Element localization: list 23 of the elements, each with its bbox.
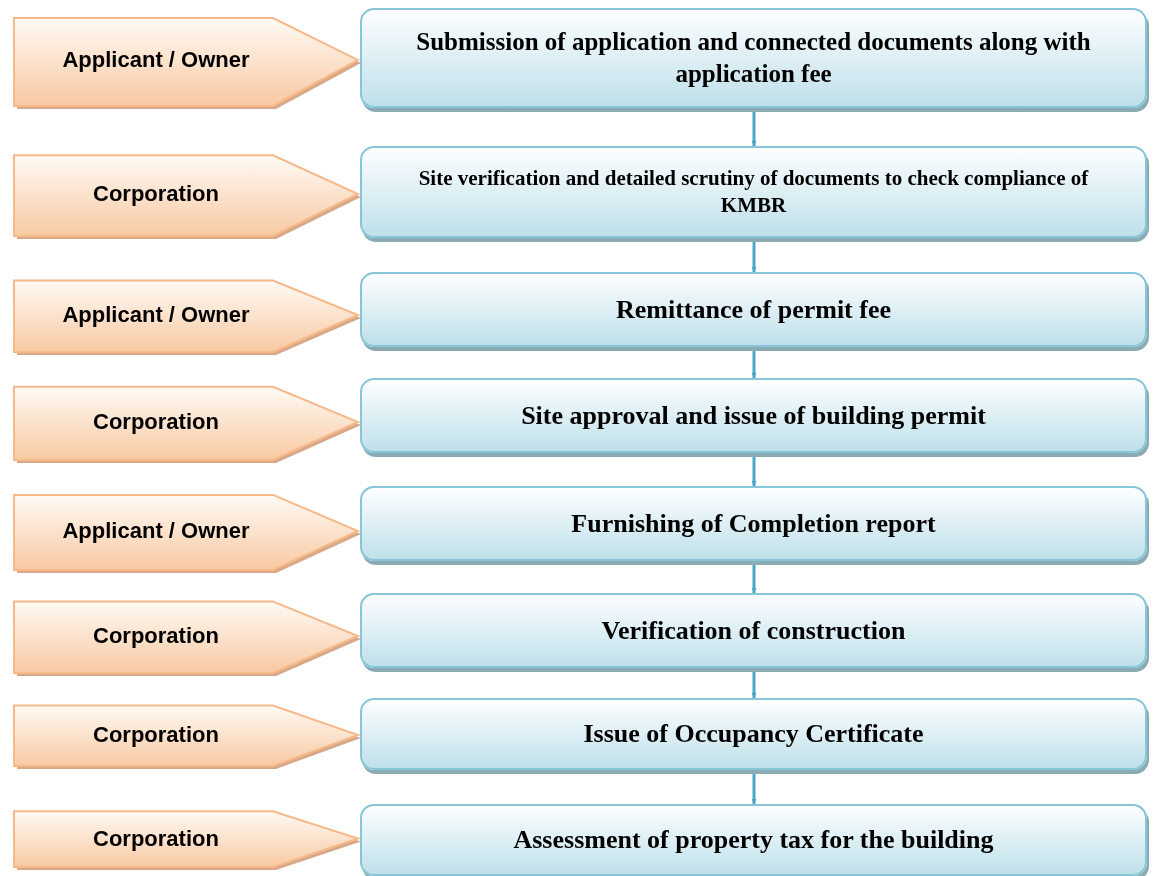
actor-label: Applicant / Owner xyxy=(61,518,251,544)
arrow xyxy=(751,563,757,593)
actor-label: Applicant / Owner xyxy=(61,47,251,73)
step-text: Remittance of permit fee xyxy=(616,293,891,326)
arrow xyxy=(751,110,757,146)
arrow xyxy=(751,349,757,378)
step-text: Site approval and issue of building permit xyxy=(521,399,986,432)
actor-label: Corporation xyxy=(92,825,220,852)
actor-label: Corporation xyxy=(92,181,220,207)
arrow xyxy=(751,772,757,804)
actor-label: Applicant / Owner xyxy=(61,302,251,328)
arrow xyxy=(751,455,757,486)
step-text: Issue of Occupancy Certificate xyxy=(583,718,924,751)
arrow xyxy=(751,240,757,272)
step-text: Site verification and detailed scrutiny of documents to check compliance of KMBR xyxy=(417,164,1090,219)
step-text: Submission of application and connected documents along with application fee xyxy=(415,26,1092,89)
actor-label: Corporation xyxy=(92,623,220,649)
actor-label: Corporation xyxy=(92,409,220,435)
step-text: Assessment of property tax for the building xyxy=(513,824,994,857)
step-text: Verification of construction xyxy=(601,614,906,647)
actor-label: Corporation xyxy=(92,722,220,748)
step-text: Furnishing of Completion report xyxy=(571,507,936,540)
arrow xyxy=(751,670,757,698)
